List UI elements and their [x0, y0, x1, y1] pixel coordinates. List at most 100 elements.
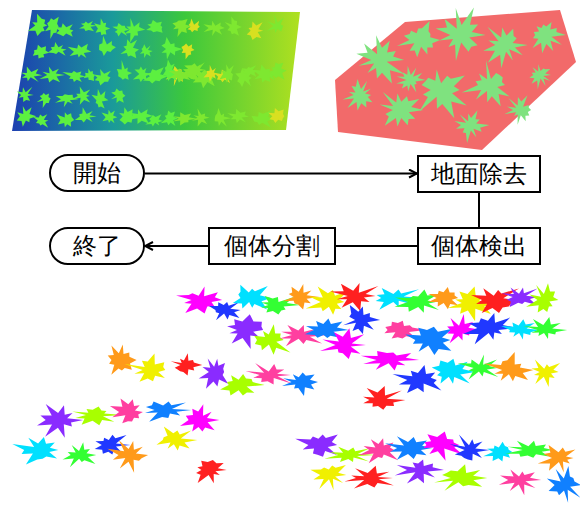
plant-points	[247, 21, 264, 40]
plant-points	[181, 43, 194, 59]
plant-points	[117, 60, 132, 80]
plant-points	[37, 404, 83, 438]
plant-points	[157, 427, 198, 451]
plant-points	[124, 18, 145, 42]
plant-points	[79, 21, 97, 31]
plant-points	[37, 93, 51, 108]
plant-points	[344, 466, 393, 489]
flow-connector	[336, 245, 417, 247]
plant-points	[102, 110, 118, 124]
plant-points	[282, 373, 318, 396]
plant-points	[107, 440, 148, 473]
plant-points	[343, 305, 380, 334]
plant-points	[385, 436, 433, 460]
flow-connector	[145, 245, 208, 247]
plant-points	[199, 359, 228, 389]
flow-connector	[145, 173, 417, 175]
plant-points	[119, 107, 133, 124]
plant-points	[363, 386, 405, 410]
plant-points	[395, 460, 444, 484]
terminal-pill: 終了	[49, 227, 145, 265]
plant-points	[267, 15, 284, 33]
plant-points	[458, 355, 499, 380]
plant-points	[171, 353, 202, 375]
plant-points	[33, 114, 48, 128]
flow-connector	[478, 193, 480, 227]
plant-points	[161, 111, 178, 127]
plant-points	[17, 87, 34, 102]
plant-points	[295, 435, 338, 457]
plant-points	[196, 460, 227, 483]
plant-points	[306, 287, 348, 315]
plant-points	[62, 71, 85, 82]
plant-points	[538, 445, 576, 473]
plant-points	[393, 365, 442, 393]
plant-points	[361, 351, 419, 371]
plant-points	[432, 359, 475, 384]
plant-points	[320, 328, 366, 359]
plant-points	[501, 319, 539, 339]
plant-points	[172, 19, 191, 37]
terminal-pill: 開始	[49, 154, 145, 192]
plant-points	[71, 87, 90, 105]
plant-points	[533, 22, 566, 53]
plant-points	[434, 464, 487, 490]
plant-points	[145, 401, 192, 421]
plant-points	[48, 42, 67, 56]
plant-points	[28, 14, 47, 36]
step-label: 個体検出	[431, 232, 527, 261]
plant-points	[254, 324, 290, 355]
plant-points	[84, 69, 95, 81]
plant-points	[99, 36, 116, 56]
plant-points	[219, 64, 233, 82]
plant-points	[484, 352, 534, 381]
plant-points	[483, 442, 512, 462]
plant-points	[33, 45, 49, 59]
process-box: 地面除去	[417, 155, 541, 193]
plant-points	[499, 470, 541, 496]
plant-points	[145, 114, 163, 126]
plant-points	[462, 60, 510, 106]
ground-scan	[12, 10, 300, 131]
plant-points	[529, 64, 551, 89]
plant-points	[161, 37, 182, 60]
plant-points	[524, 317, 568, 339]
plant-points	[405, 327, 452, 355]
plant-points	[310, 465, 346, 490]
plant-points	[94, 69, 111, 85]
plant-points	[125, 354, 166, 382]
step-label: 個体分割	[224, 232, 320, 261]
process-box: 個体検出	[417, 227, 541, 265]
step-label: 地面除去	[431, 160, 527, 189]
step-label: 終了	[73, 232, 121, 261]
plant-points	[547, 466, 580, 503]
plant-points	[225, 17, 242, 36]
plant-points	[17, 106, 37, 127]
plant-points	[146, 20, 162, 33]
plant-points	[215, 108, 232, 127]
plant-points	[75, 107, 97, 122]
plant-points	[227, 109, 249, 123]
plant-points	[94, 18, 110, 35]
plant-points	[397, 21, 440, 57]
plant-points	[143, 67, 168, 83]
plant-points	[110, 399, 143, 424]
plant-points	[68, 44, 92, 58]
plant-points	[526, 283, 558, 312]
plant-points	[483, 27, 528, 69]
plant-points	[505, 441, 553, 458]
plant-points	[21, 67, 42, 83]
plant-points	[380, 92, 424, 126]
plant-points	[343, 79, 373, 110]
plant-points	[111, 89, 125, 103]
plant-points	[192, 109, 210, 127]
plant-points	[91, 89, 108, 109]
plant-points	[184, 62, 206, 80]
plant-points	[450, 435, 490, 461]
plant-points	[108, 345, 137, 375]
plant-points	[63, 442, 97, 467]
plant-points	[39, 66, 64, 82]
plant-points	[504, 95, 531, 125]
plant-points	[436, 8, 486, 61]
